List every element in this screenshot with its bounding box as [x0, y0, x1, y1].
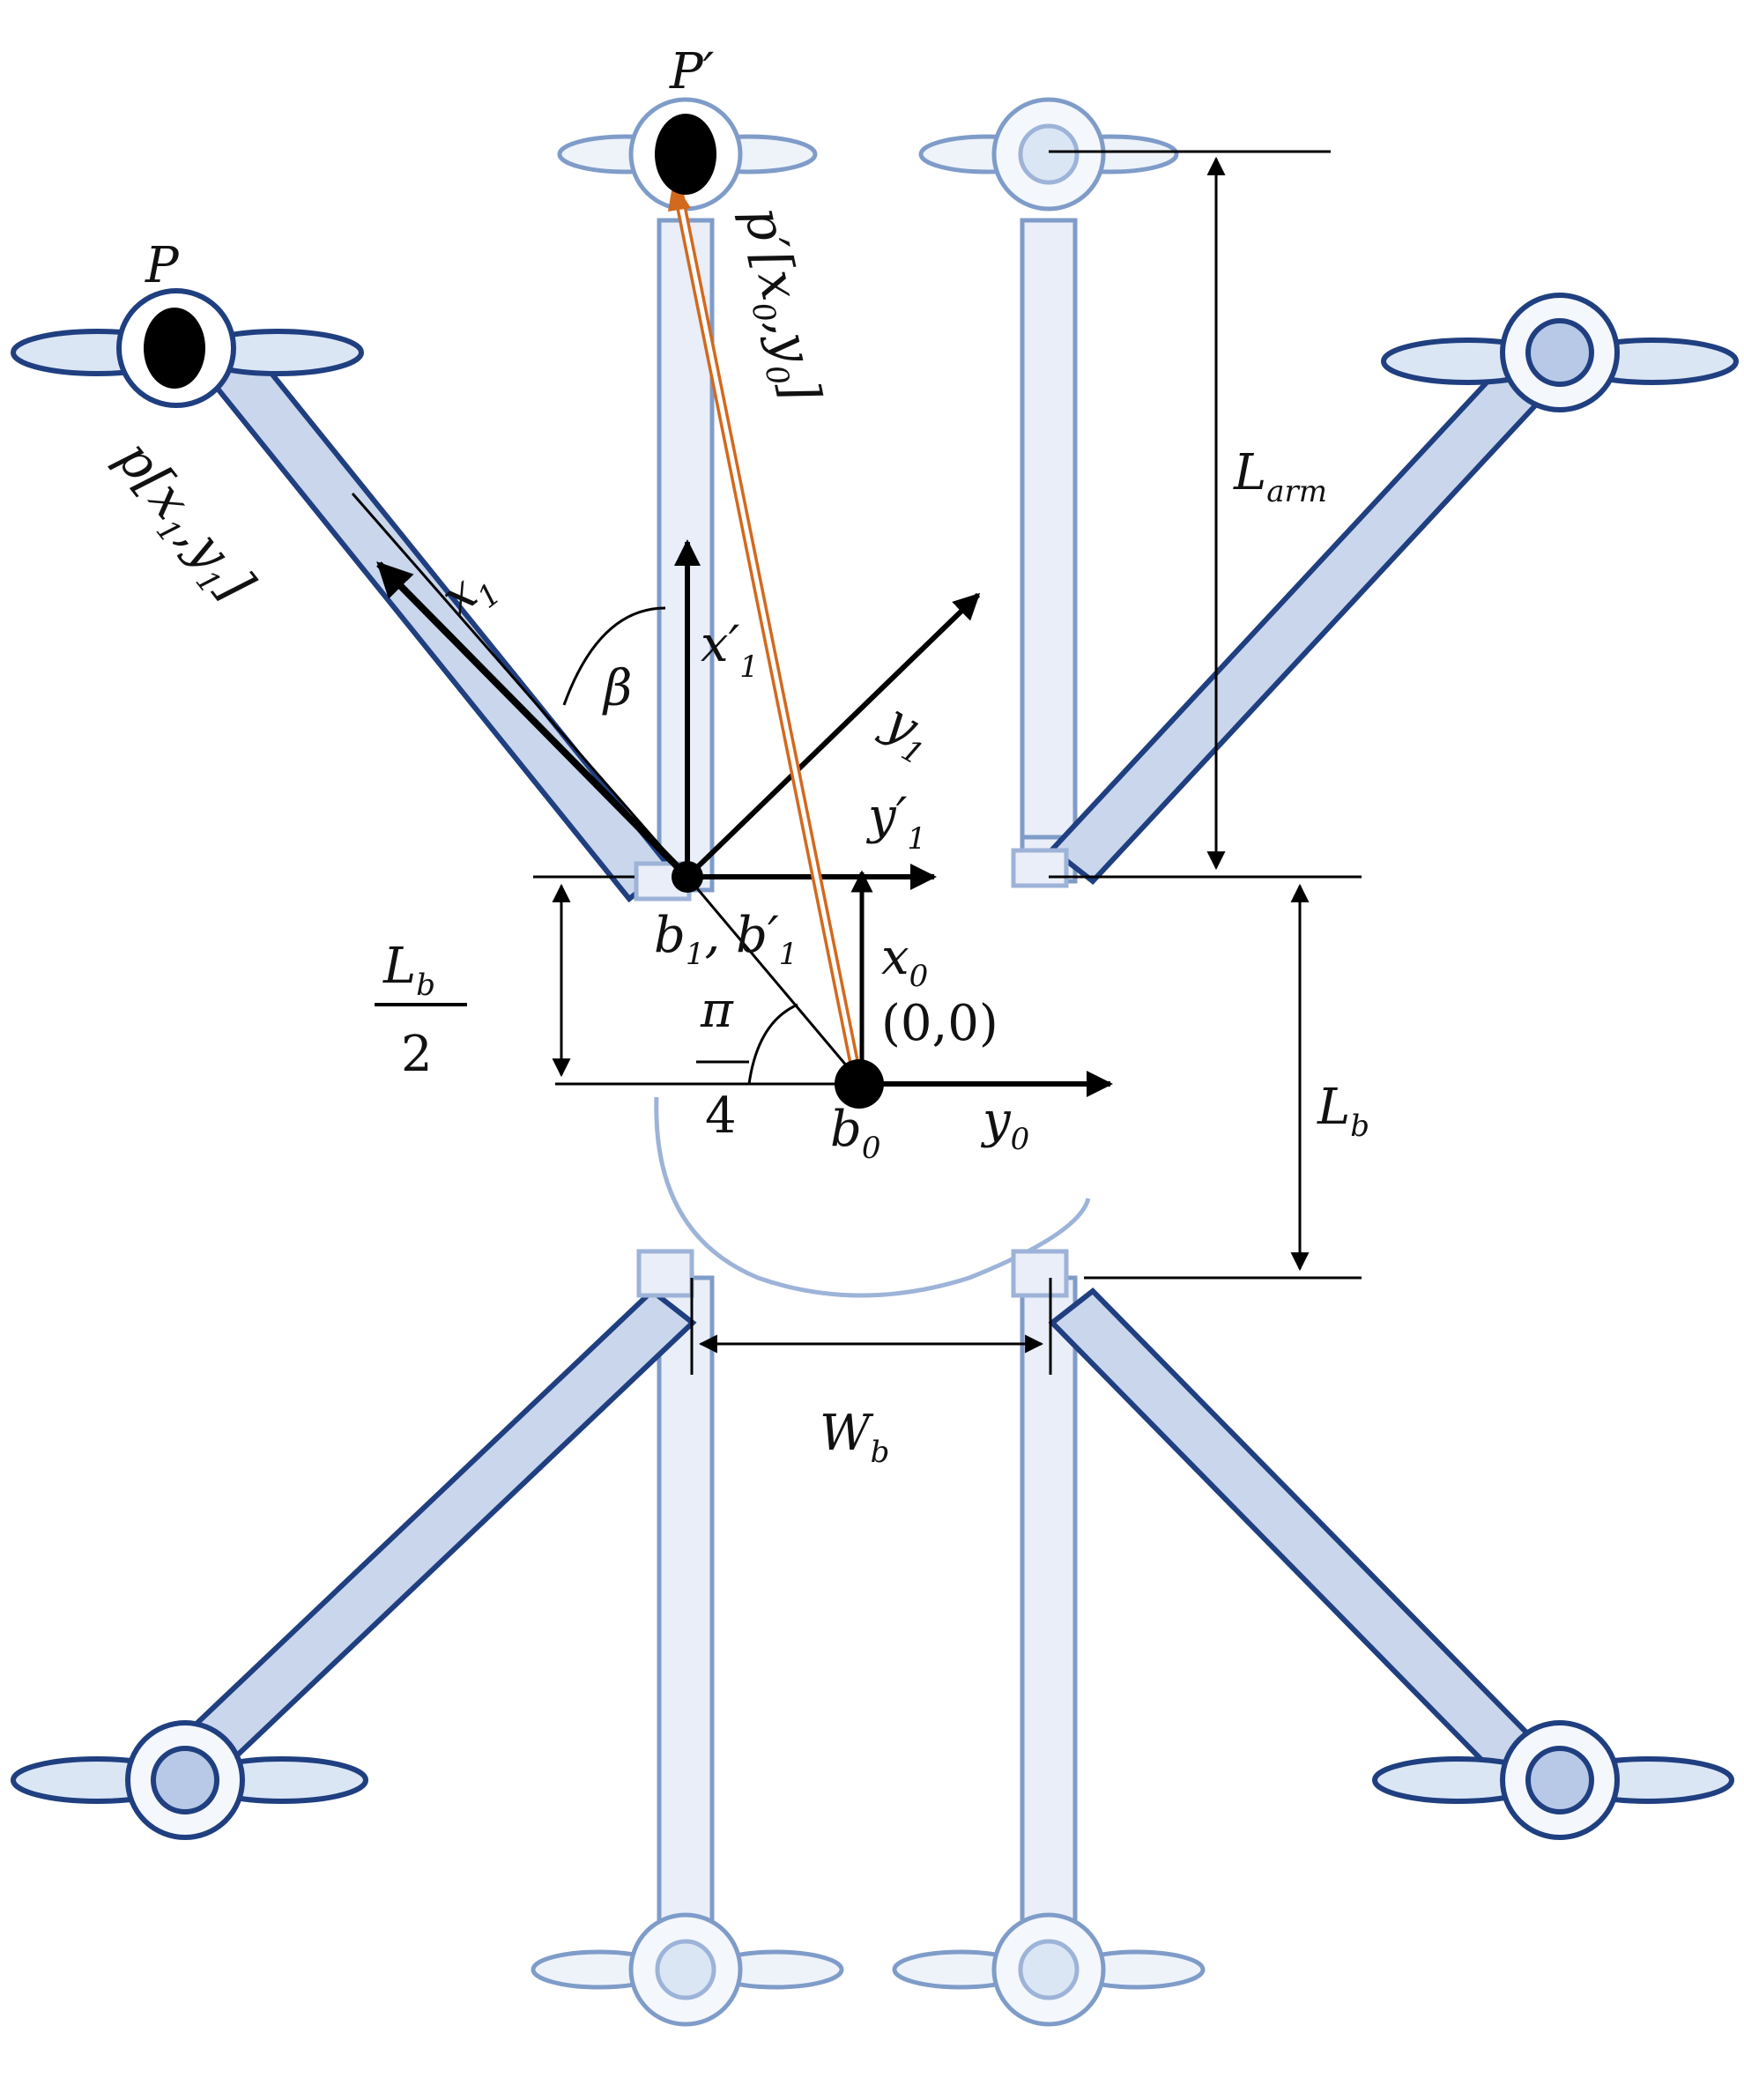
label-Lb-half-den: 2	[401, 1026, 433, 1083]
label-x0: x0	[881, 929, 928, 994]
label-pi: π	[700, 982, 734, 1039]
label-Lb: Lb	[1317, 1079, 1369, 1144]
diagram-labels: P P′ p[x1,y1] p′[x0,y0] x1 β x′1 y1 y′1 …	[99, 43, 1369, 1470]
key-points	[144, 114, 884, 1109]
point-b0	[835, 1059, 884, 1109]
arm-bottom-right-vertical	[892, 1275, 1206, 2027]
arm-top-left-diagonal	[11, 288, 674, 903]
label-y0: y0	[980, 1092, 1029, 1157]
label-four: 4	[705, 1087, 737, 1145]
label-origin: (0,0)	[881, 995, 998, 1052]
label-P: P	[145, 237, 180, 294]
dimension-lines	[533, 150, 1362, 1375]
label-Wb: Wb	[820, 1405, 889, 1470]
coordinate-vectors	[351, 493, 1113, 1097]
frame-arms	[11, 97, 1739, 2027]
label-y1: y1	[869, 691, 945, 772]
label-y1-prime: y′1	[865, 788, 926, 857]
point-P	[144, 308, 205, 389]
label-Larm: Larm	[1233, 444, 1327, 509]
point-P-prime	[655, 114, 716, 195]
arm-bottom-right-diagonal	[1048, 1287, 1734, 1840]
arm-top-right-diagonal	[1048, 293, 1739, 886]
label-p-prime-vector: p′[x0,y0]	[725, 202, 833, 408]
label-b0: b0	[830, 1101, 881, 1166]
label-p-vector: p[x1,y1]	[99, 429, 266, 617]
label-Lb-half-num: Lb	[382, 938, 435, 1003]
arm-top-right-vertical	[918, 97, 1179, 884]
label-x1-prime: x′1	[701, 616, 759, 685]
label-beta: β	[602, 660, 632, 717]
label-P-prime: P′	[669, 43, 715, 100]
point-b1	[672, 861, 703, 893]
arm-bottom-left-diagonal	[11, 1287, 697, 1840]
p-prime-vector	[668, 181, 863, 1081]
label-b1: b1, b′1	[654, 907, 798, 972]
